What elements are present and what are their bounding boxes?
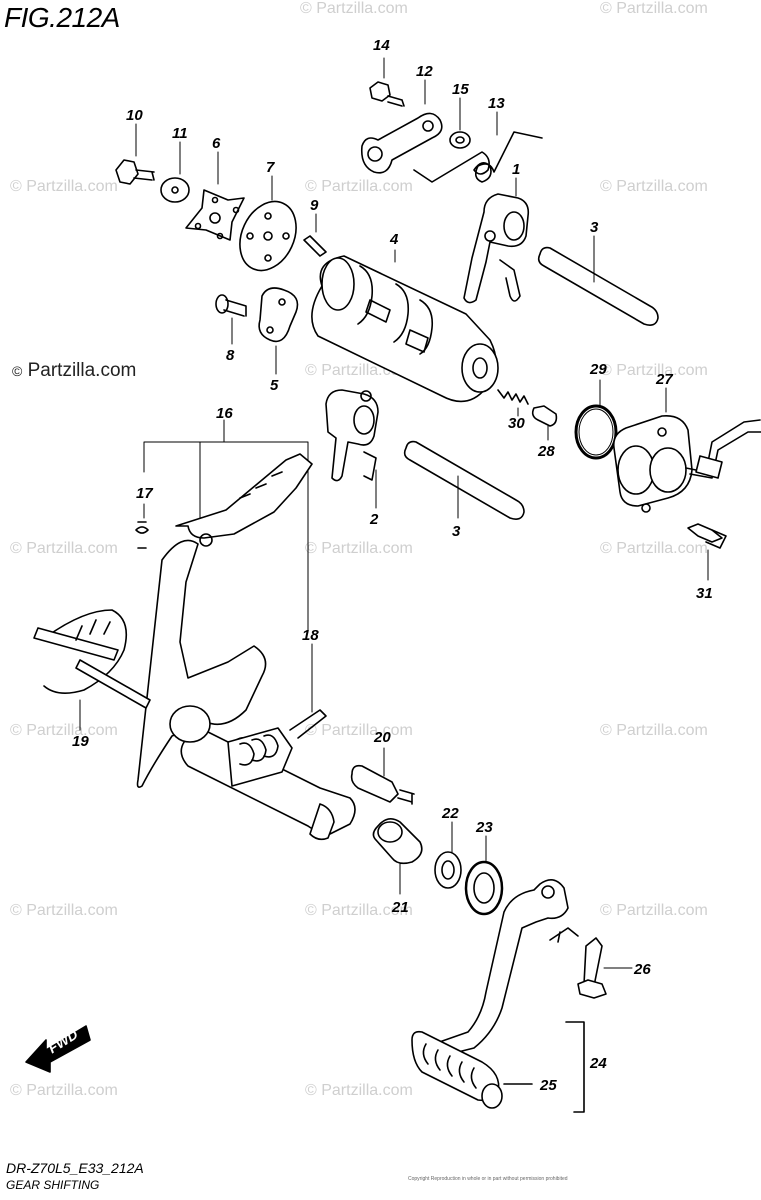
part-11-washer[interactable] [160,141,190,203]
part-3-fork-shaft-upper[interactable] [537,235,659,326]
part-26-bolt[interactable] [577,937,633,999]
watermark: © Partzilla.com [300,0,408,17]
callout-6: 6 [212,135,221,152]
callout-5: 5 [270,377,279,394]
callout-15: 15 [452,81,469,98]
part-2-shift-fork[interactable] [325,389,379,509]
figure-title: FIG.212A [4,2,120,33]
part-5-stopper-plate[interactable] [258,287,299,375]
part-23-oil-seal[interactable] [464,835,504,916]
part-8-screw[interactable] [215,294,247,345]
part-1-shift-fork[interactable] [463,177,530,304]
callout-17: 17 [136,485,153,502]
callout-3-upper: 3 [590,219,599,236]
watermark: © Partzilla.com [600,0,708,17]
watermark: © Partzilla.com [600,722,708,739]
watermark: © Partzilla.com [305,540,413,557]
part-12-stopper-arm[interactable] [360,79,443,174]
watermark: © Partzilla.com [600,362,708,379]
watermark: © Partzilla.com [305,902,413,919]
part-31-bolt[interactable] [687,523,727,581]
watermark: © Partzilla.com [600,540,708,557]
callout-8: 8 [226,347,235,364]
copyright-symbol: © [12,363,23,379]
part-29-o-ring[interactable] [574,379,618,460]
callout-4: 4 [389,231,399,248]
part-18-shaft-spring[interactable] [169,643,356,841]
callout-22: 22 [441,805,459,822]
callout-9: 9 [310,197,319,214]
callout-14: 14 [373,37,390,54]
section-name: GEAR SHIFTING [6,1178,100,1192]
watermark: © Partzilla.com [10,722,118,739]
part-3-fork-shaft-lower[interactable] [403,440,525,520]
callout-31: 31 [696,585,713,602]
callout-2: 2 [369,511,379,528]
part-20-bolt[interactable] [350,747,415,805]
callout-25: 25 [539,1077,557,1094]
watermark: © Partzilla.com [305,178,413,195]
part-17-return-spring[interactable] [135,503,149,549]
part-15-washer[interactable] [449,97,471,149]
watermark: © Partzilla.com [10,540,118,557]
partzilla-watermark: © Partzilla.com [12,360,136,382]
callout-7: 7 [266,159,275,176]
callout-3-lower: 3 [452,523,461,540]
part-6-plate[interactable] [185,151,245,241]
watermark: © Partzilla.com [600,178,708,195]
watermark: © Partzilla.com [10,178,118,195]
watermark: © Partzilla.com [600,902,708,919]
watermark: © Partzilla.com [10,902,118,919]
callout-16: 16 [216,405,233,422]
callout-10: 10 [126,107,143,124]
leader-16-bracket [143,419,309,633]
callout-21: 21 [391,899,409,916]
part-13-spring[interactable] [413,111,543,183]
part-4-shift-drum[interactable] [311,249,499,403]
callout-1: 1 [512,161,520,178]
watermark: © Partzilla.com [305,1082,413,1099]
part-28-switch-pin[interactable] [531,405,558,441]
part-27-gear-position-switch[interactable] [612,387,761,513]
callout-18: 18 [302,627,319,644]
callout-28: 28 [537,443,555,460]
callout-24: 24 [589,1055,607,1072]
part-22-washer[interactable] [434,821,462,889]
watermark-text: Partzilla.com [27,360,137,381]
callout-26: 26 [633,961,651,978]
callout-30: 30 [508,415,525,432]
callout-23: 23 [475,819,493,836]
watermark: © Partzilla.com [305,722,413,739]
part-14-bolt[interactable] [369,57,405,107]
fwd-arrow-icon: FWD [25,1025,91,1073]
part-7-cam-disc[interactable] [229,175,307,280]
part-21-collar[interactable] [372,818,423,895]
callout-27: 27 [655,371,673,388]
part-9-pin[interactable] [303,213,327,257]
callout-19: 19 [72,733,89,750]
callout-29: 29 [589,361,607,378]
copyright-notice: Copyright Reproduction in whole or in pa… [408,1176,568,1182]
model-code: DR-Z70L5_E33_212A [6,1160,144,1176]
callout-12: 12 [416,63,433,80]
part-16-gearshift-pawl-plate[interactable] [175,453,313,547]
part-24-gearshift-lever[interactable] [411,879,585,1113]
part-10-bolt[interactable] [115,123,155,185]
callout-13: 13 [488,95,505,112]
part-30-spring[interactable] [497,389,529,417]
callout-20: 20 [373,729,391,746]
callout-11: 11 [172,125,188,142]
watermark: © Partzilla.com [10,1082,118,1099]
